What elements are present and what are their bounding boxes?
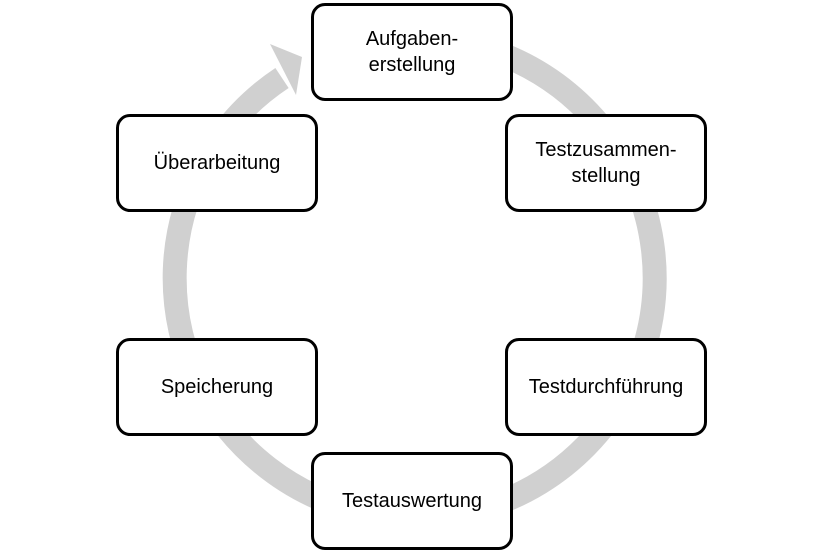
cycle-arc [162,26,667,530]
step-testzusammenstellung: Testzusammen- stellung [505,114,707,212]
step-speicherung: Speicherung [116,338,318,436]
arrowhead-icon [270,44,302,95]
step-aufgabenerstellung: Aufgaben- erstellung [311,3,513,101]
step-testdurchfuehrung: Testdurchführung [505,338,707,436]
step-testauswertung: Testauswertung [311,452,513,550]
step-ueberarbeitung: Überarbeitung [116,114,318,212]
